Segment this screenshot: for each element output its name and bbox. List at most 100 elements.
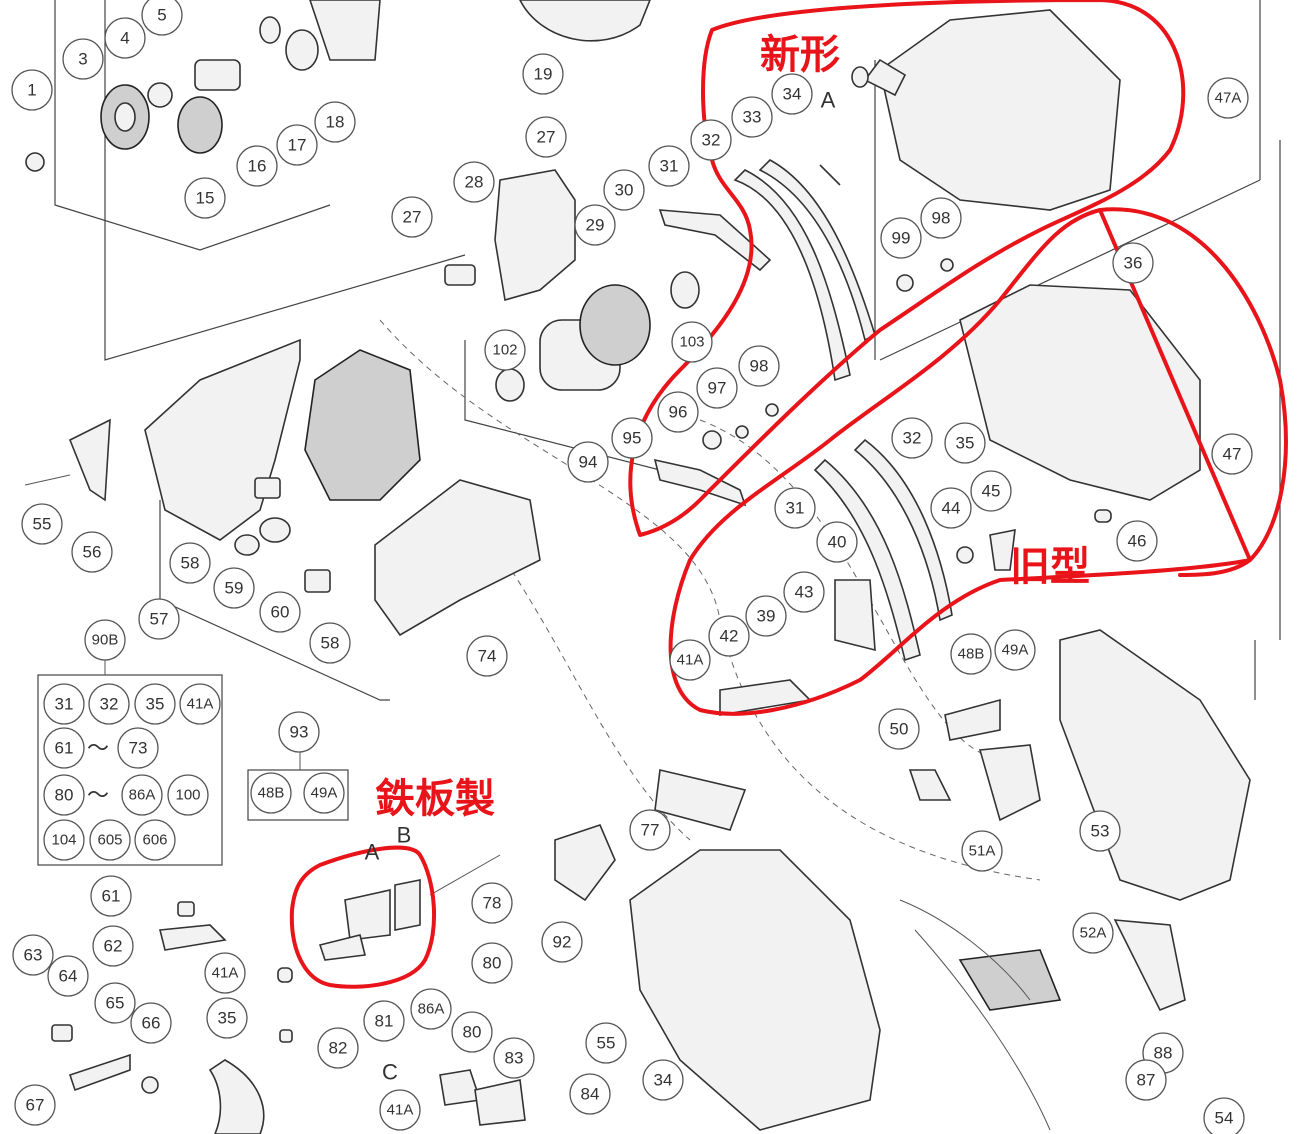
letter-b: B [397,823,412,848]
callout-41a: 41A [204,952,246,994]
callout-number: 1 [27,81,36,100]
callout-circle [816,521,858,563]
callout-circle [642,1059,684,1101]
callout-number: 605 [97,832,122,849]
callout-number: 87 [1137,1071,1156,1090]
callout-number: 73 [129,739,148,758]
callout-number: 5 [157,6,166,25]
callout-circle [134,683,176,725]
callout-19: 19 [522,53,564,95]
callout-number: 44 [942,499,961,518]
callout-number: 4 [120,29,129,48]
callout-97: 97 [696,367,738,409]
callout-number: 47A [1215,90,1242,107]
callout-number: 82 [329,1039,348,1058]
new-type-outline [628,0,1186,537]
callout-number: 53 [1091,822,1110,841]
callout-circle [88,683,130,725]
callout-number: 96 [669,403,688,422]
callout-number: 41A [677,652,704,669]
callout-circle [309,622,351,664]
callout-number: 97 [708,379,727,398]
callout-62: 62 [92,925,134,967]
tilde-2: ～ [87,783,109,808]
callout-circle [410,988,452,1030]
callout-circle [92,925,134,967]
callout-circle [363,1000,405,1042]
callout-circle [47,955,89,997]
callout-circle [184,177,226,219]
callout-circle [671,321,713,363]
callout-circle [731,96,773,138]
callout-number: 94 [579,453,598,472]
callout-circle [525,116,567,158]
callout-47: 47 [1211,433,1253,475]
callout-number: 42 [720,627,739,646]
callout-32: 32 [891,417,933,459]
callout-number: 59 [225,579,244,598]
callout-circle [317,1027,359,1069]
callout-number: 41A [212,965,239,982]
callout-circle [696,367,738,409]
callout-circle [21,503,63,545]
callout-87: 87 [1125,1059,1167,1101]
steel-plate-label: 鉄板製 [375,776,495,822]
callout-circle [12,934,54,976]
callout-16: 16 [236,145,278,187]
callout-17: 17 [276,124,318,166]
callout-96: 96 [657,391,699,433]
callout-54: 54 [1203,1097,1245,1134]
callout-59: 59 [213,567,255,609]
callout-number: 30 [615,181,634,200]
callout-number: 19 [534,65,553,84]
callout-34: 34 [771,73,813,115]
callout-number: 80 [483,954,502,973]
callout-circle [1116,520,1158,562]
callout-circle [89,819,131,861]
callout-48b: 48B [950,633,992,675]
callout-circle [471,942,513,984]
callout-number: 57 [150,610,169,629]
callout-circle [117,727,159,769]
callout-circle [167,774,209,816]
callout-circle [648,145,690,187]
callout-number: 102 [492,342,517,359]
steel-plate-outline [289,845,436,989]
callout-number: 52A [1080,925,1107,942]
callout-circle [204,952,246,994]
new-type-label: 新形 [760,32,840,78]
callout-49a: 49A [994,629,1036,671]
callout-64: 64 [47,955,89,997]
callout-number: 35 [218,1009,237,1028]
callout-circle [493,1037,535,1079]
callout-circle [379,1089,421,1131]
callout-circle [14,1084,56,1126]
callout-circle [451,1011,493,1053]
callout-number: 80 [55,786,74,805]
callout-circle [484,329,526,371]
callout-number: 31 [55,695,74,714]
callout-circle [213,567,255,609]
callout-4: 4 [104,17,146,59]
callout-circle [774,487,816,529]
callout-circle [950,633,992,675]
callout-50: 50 [878,708,920,750]
callout-67: 67 [14,1084,56,1126]
callout-circle [84,619,126,661]
callout-number: 48B [958,646,985,663]
callout-circle [276,124,318,166]
callout-80: 80 [451,1011,493,1053]
callout-47a: 47A [1207,77,1249,119]
callout-58: 58 [169,542,211,584]
callout-number: 65 [106,994,125,1013]
callout-73: 73 [117,727,159,769]
callout-number: 27 [537,128,556,147]
callout-82: 82 [317,1027,359,1069]
position-letters: A A B C [365,88,836,1085]
callout-number: 40 [828,533,847,552]
callout-circle [930,487,972,529]
callout-35: 35 [206,997,248,1039]
callout-circle [920,197,962,239]
callout-circle [206,997,248,1039]
callout-number: 74 [478,647,497,666]
